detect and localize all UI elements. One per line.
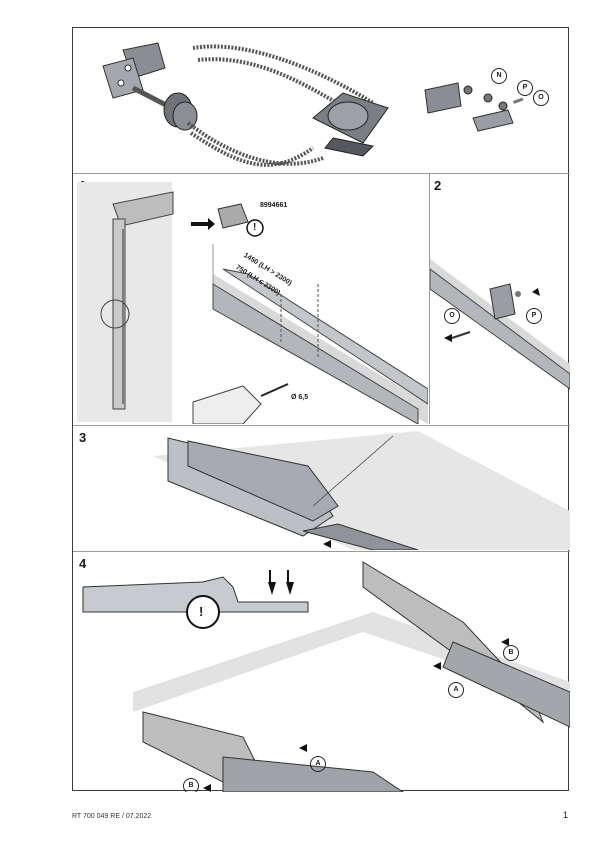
step-1-illustration xyxy=(77,182,428,424)
callout-p: P xyxy=(517,80,533,96)
callout-o: O xyxy=(533,90,549,106)
divider xyxy=(429,174,430,424)
part-number: 8994661 xyxy=(260,202,288,209)
drill-size: Ø 6,5 xyxy=(291,394,309,401)
parts-illustration xyxy=(102,42,524,167)
step-3-illustration xyxy=(153,431,570,550)
callout-o: O xyxy=(444,308,460,324)
page-number: 1 xyxy=(563,810,569,820)
callout-p: P xyxy=(526,308,542,324)
callout-a: A xyxy=(448,682,464,698)
step-3-panel xyxy=(73,426,570,550)
document-reference: RT 700 049 RE / 07.2022 xyxy=(72,813,152,820)
step-2-illustration xyxy=(430,259,570,390)
warning-symbol: ! xyxy=(253,222,257,233)
warning-symbol: ! xyxy=(199,604,204,619)
instruction-frame: N P O 1 8994661 14 xyxy=(72,27,570,792)
divider xyxy=(73,425,570,426)
parts-overview: N P O xyxy=(73,28,570,173)
callout-b: B xyxy=(183,778,199,792)
step-number: 3 xyxy=(79,430,87,445)
step-number: 4 xyxy=(79,556,87,571)
step-4-panel: ! B A A B xyxy=(73,552,570,792)
divider xyxy=(73,173,570,174)
step-2-panel: O P xyxy=(430,174,570,424)
step-4-illustration xyxy=(82,561,570,792)
callout-b: B xyxy=(503,645,519,661)
divider xyxy=(73,551,570,552)
step-number: 2 xyxy=(434,178,442,193)
callout-n: N xyxy=(491,68,507,84)
step-1-panel: 8994661 1450 (LH > 2300) 750 (LH ≤ 2300)… xyxy=(73,174,428,424)
callout-a: A xyxy=(310,756,326,772)
